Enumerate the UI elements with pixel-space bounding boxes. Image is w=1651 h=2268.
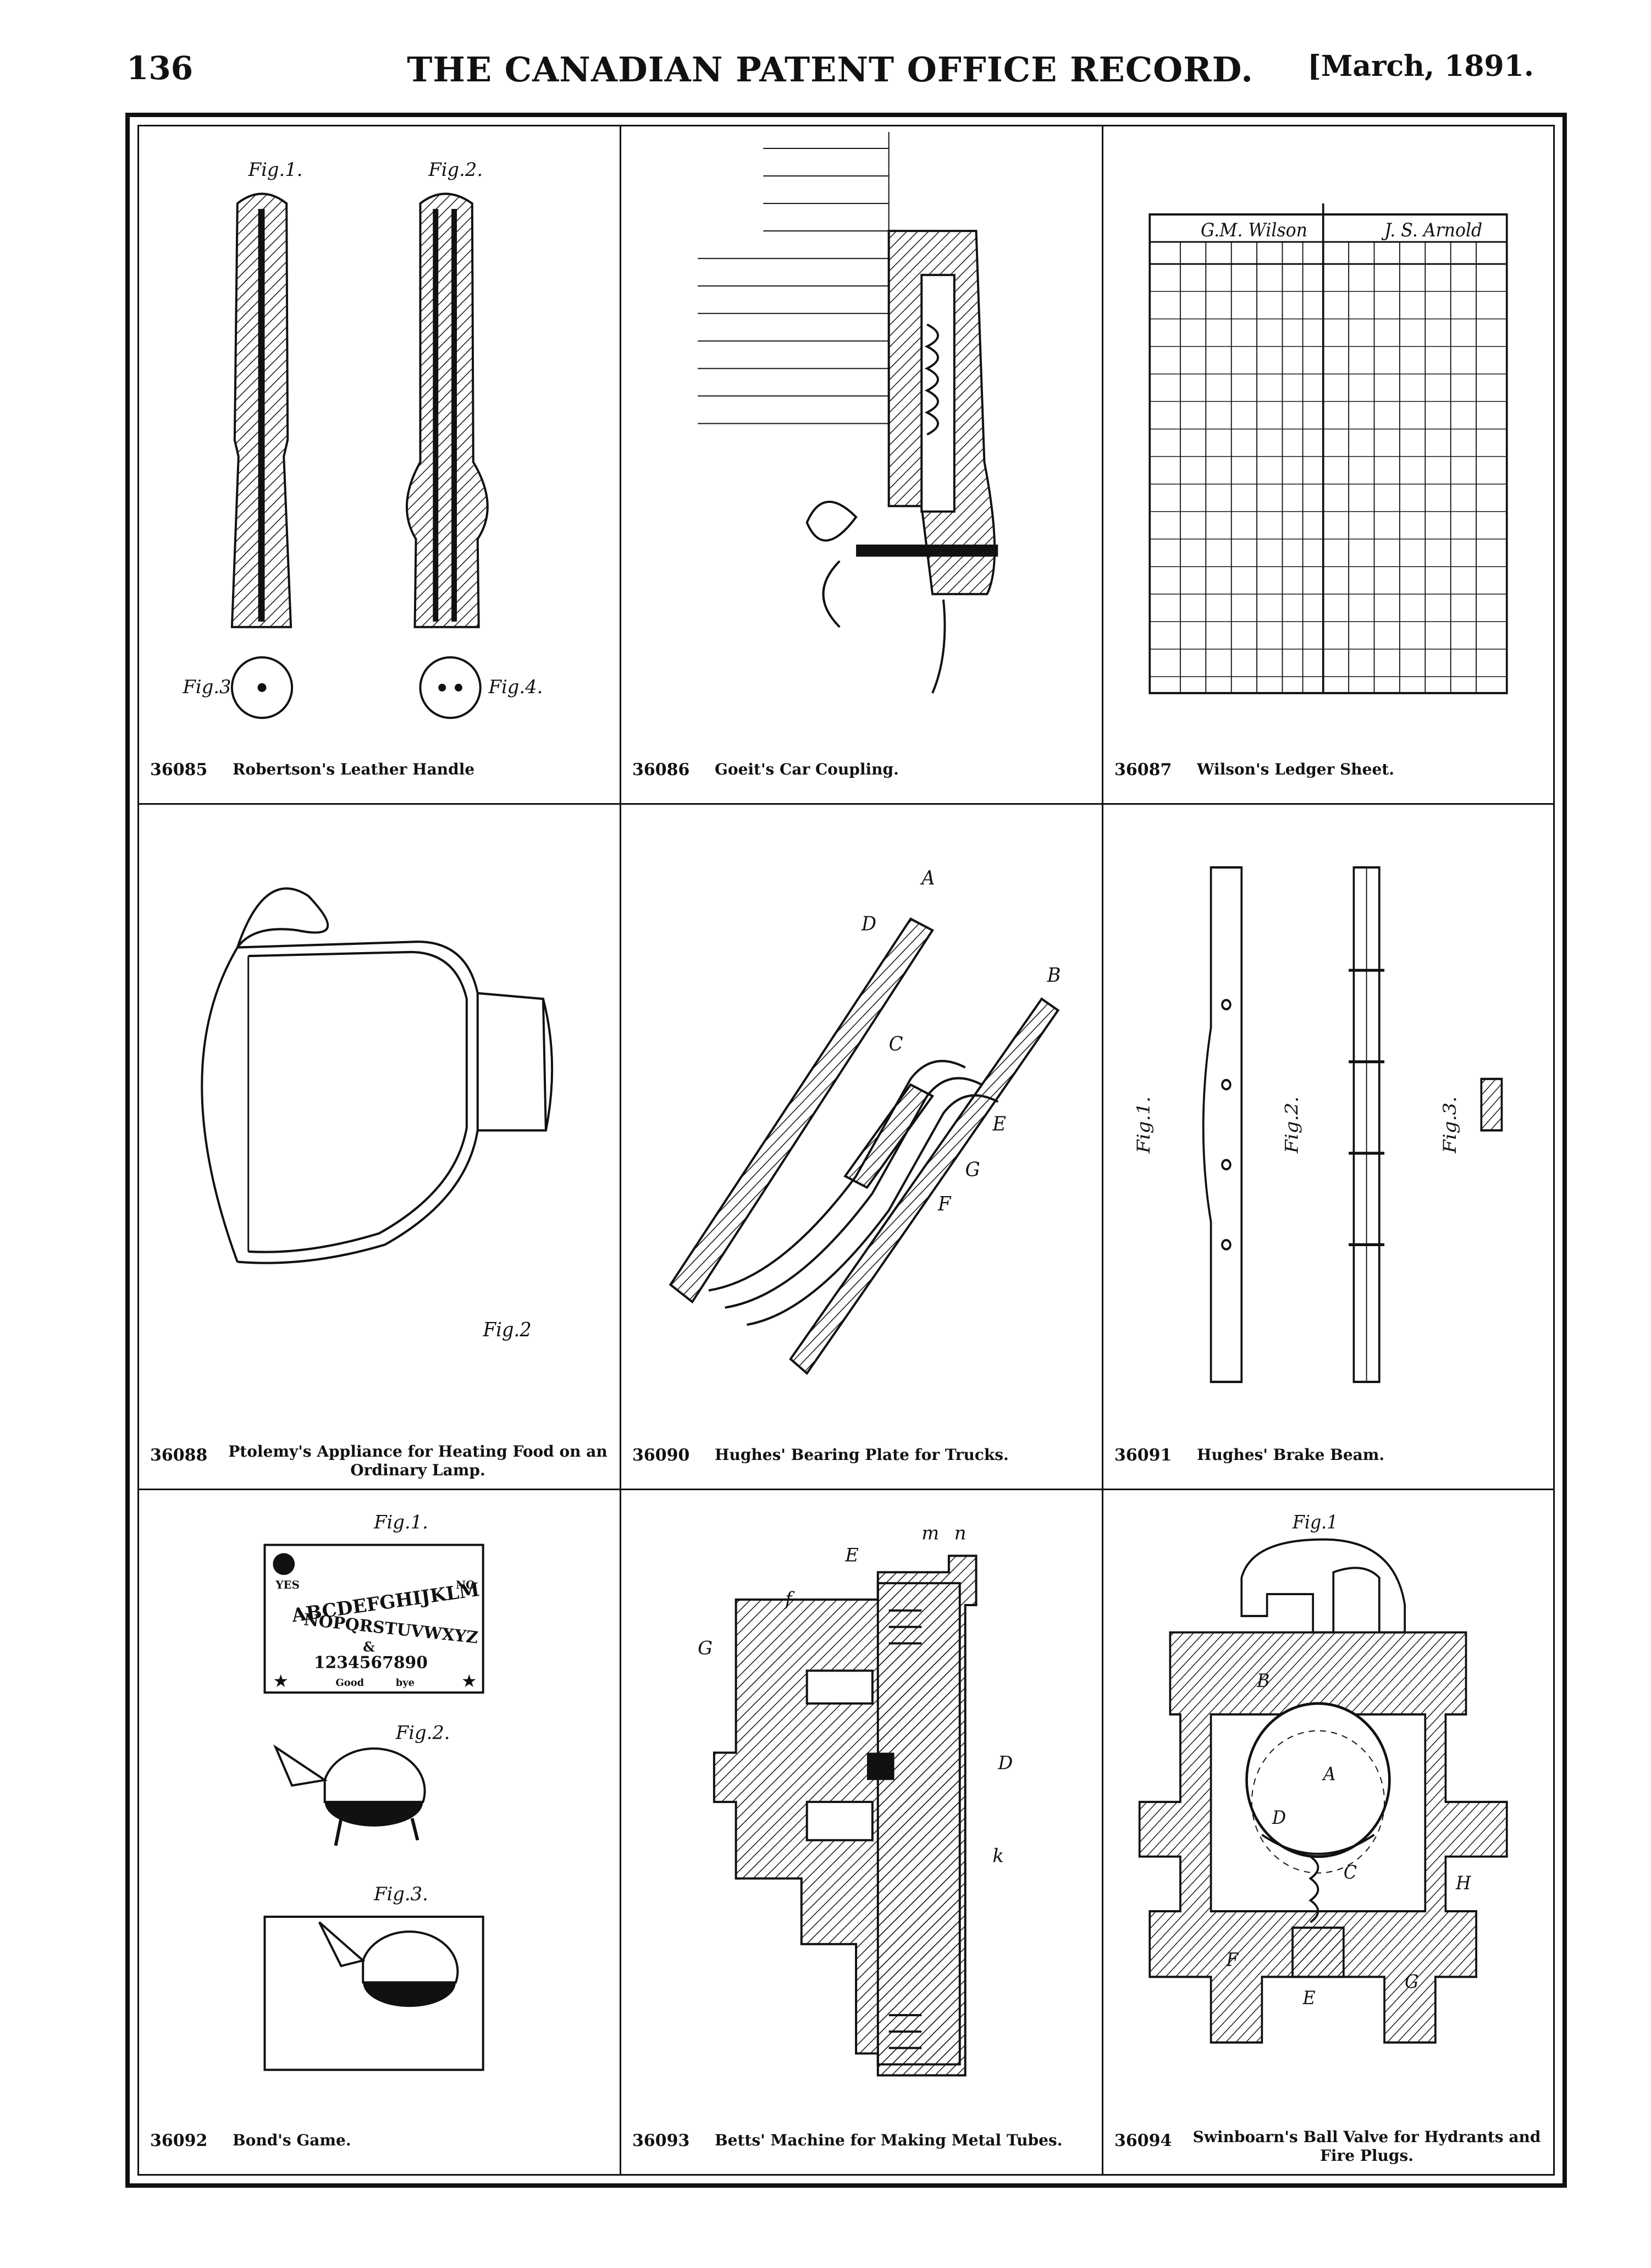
patent-number: 36087: [1114, 760, 1172, 779]
label-d: D: [997, 1752, 1013, 1773]
patent-cell-36091: Fig.1. Fig.2. Fig.3. 36091 Hughes' Brake…: [1103, 805, 1553, 1490]
fig-label-3: Fig.3: [183, 676, 231, 698]
patent-title: Betts' Machine for Making Metal Tubes.: [715, 2131, 1063, 2149]
patent-number: 36094: [1114, 2131, 1172, 2150]
label-a: A: [920, 867, 935, 889]
patent-title: Ptolemy's Appliance for Heating Food on …: [228, 1442, 608, 1479]
ledger-sheet-drawing: G.M. Wilson J. S. Arnold: [1109, 132, 1548, 754]
patent-title: Goeit's Car Coupling.: [715, 760, 899, 778]
patent-cell-36085: Fig.1. Fig.2. Fig.3 Fig.4. 36085 Robert: [139, 126, 621, 805]
patent-number: 36092: [150, 2131, 208, 2150]
journal-title: THE CANADIAN PATENT OFFICE RECORD.: [407, 49, 1254, 90]
patent-cell-36088: Fig.2 36088 Ptolemy's Appliance for Heat…: [139, 805, 621, 1490]
metal-tube-machine-drawing: G f E m n D k: [627, 1496, 1096, 2125]
svg-text:★: ★: [273, 1671, 288, 1691]
board-digits: 1234567890: [314, 1653, 428, 1672]
patent-title: Wilson's Ledger Sheet.: [1197, 760, 1394, 778]
label-g: G: [965, 1159, 980, 1181]
label-g: G: [698, 1637, 713, 1658]
patent-number: 36085: [150, 760, 208, 779]
patent-title: Robertson's Leather Handle: [233, 760, 475, 778]
label-h: H: [1455, 1872, 1472, 1894]
fig-label-1: Fig.1.: [373, 1512, 428, 1533]
fig-label: Fig.2: [483, 1319, 532, 1341]
caption: 36091 Hughes' Brake Beam.: [1114, 1442, 1542, 1481]
patent-title: Hughes' Brake Beam.: [1197, 1446, 1385, 1464]
leather-handle-drawing: Fig.1. Fig.2. Fig.3 Fig.4.: [145, 132, 614, 754]
page-number: 136: [126, 49, 194, 87]
caption: 36093 Betts' Machine for Making Metal Tu…: [632, 2128, 1091, 2166]
fig-label-2: Fig.2.: [395, 1722, 450, 1744]
board-yes: YES: [275, 1578, 300, 1591]
label-d: D: [1272, 1807, 1286, 1828]
bearing-plate-drawing: A B C D E F G: [627, 810, 1096, 1439]
patent-cell-36093: G f E m n D k 36093 Betts' Machine for M…: [621, 1490, 1103, 2174]
label-b: B: [1256, 1670, 1269, 1691]
patent-cell-36087: G.M. Wilson J. S. Arnold: [1103, 126, 1553, 805]
label-f: F: [1225, 1949, 1239, 1970]
label-e: E: [1302, 1987, 1316, 2009]
patent-title: Swinboarn's Ball Valve for Hydrants and …: [1192, 2128, 1541, 2165]
caption: 36087 Wilson's Ledger Sheet.: [1114, 757, 1542, 795]
patent-number: 36090: [632, 1446, 690, 1465]
label-a: A: [1322, 1763, 1336, 1784]
label-k: k: [992, 1845, 1003, 1866]
heating-appliance-drawing: Fig.2: [145, 810, 614, 1439]
caption: 36094 Swinboarn's Ball Valve for Hydrant…: [1114, 2128, 1542, 2166]
talking-board-drawing: Fig.1. YES NO ABCDEFGHIJKLM NOPQRSTUVWXY…: [145, 1496, 614, 2125]
label-g: G: [1405, 1971, 1418, 1992]
caption: 36086 Goeit's Car Coupling.: [632, 757, 1091, 795]
page-header: 136 THE CANADIAN PATENT OFFICE RECORD. […: [126, 44, 1534, 99]
board-alphabet-2: NOPQRSTUVWXYZ: [303, 1610, 479, 1647]
patent-title: Hughes' Bearing Plate for Trucks.: [715, 1446, 1009, 1464]
label-m: m: [921, 1523, 939, 1544]
ledger-name-2: J. S. Arnold: [1381, 219, 1482, 241]
fig-label-1: Fig.1.: [248, 159, 303, 180]
board-amp: &: [363, 1639, 375, 1655]
patent-title: Bond's Game.: [233, 2131, 351, 2149]
fig-label-1: Fig.1.: [1134, 1097, 1154, 1154]
patent-cell-36090: A B C D E F G 36090 Hughes' Bearing Plat…: [621, 805, 1103, 1490]
label-e: E: [992, 1113, 1006, 1136]
ledger-name-1: G.M. Wilson: [1201, 219, 1307, 241]
caption: 36088 Ptolemy's Appliance for Heating Fo…: [150, 1442, 609, 1481]
label-b: B: [1047, 964, 1061, 987]
label-e: E: [844, 1544, 859, 1566]
label-c: C: [889, 1033, 903, 1055]
patent-cell-36086: 36086 Goeit's Car Coupling.: [621, 126, 1103, 805]
label-c: C: [1344, 1861, 1357, 1883]
svg-text:★: ★: [461, 1671, 477, 1691]
fig-label-2: Fig.2.: [1282, 1097, 1302, 1154]
patent-number: 36091: [1114, 1446, 1172, 1465]
issue-date: [March, 1891.: [1307, 49, 1534, 83]
label-d: D: [861, 913, 876, 936]
label-n: n: [954, 1523, 967, 1544]
caption: 36092 Bond's Game.: [150, 2128, 609, 2166]
board-good: Good: [336, 1677, 365, 1689]
fig-label-3: Fig.3.: [373, 1883, 428, 1905]
car-coupling-drawing: [627, 132, 1096, 754]
ball-valve-drawing: Fig.1 A B C D E F G H: [1109, 1496, 1548, 2125]
patent-cell-36092: Fig.1. YES NO ABCDEFGHIJKLM NOPQRSTUVWXY…: [139, 1490, 621, 2174]
caption: 36090 Hughes' Bearing Plate for Trucks.: [632, 1442, 1091, 1481]
patent-number: 36088: [150, 1446, 208, 1465]
patent-number: 36086: [632, 760, 690, 779]
board-bye: bye: [396, 1677, 415, 1689]
fig-label-2: Fig.2.: [428, 159, 483, 180]
board-no: NO: [456, 1578, 475, 1591]
fig-label-4: Fig.4.: [488, 676, 543, 698]
patent-cell-36094: Fig.1 A B C D E F G H: [1103, 1490, 1553, 2174]
fig-label-1: Fig.1: [1292, 1512, 1338, 1533]
plate-frame: Fig.1. Fig.2. Fig.3 Fig.4. 36085 Robert: [125, 113, 1567, 2188]
brake-beam-drawing: Fig.1. Fig.2. Fig.3.: [1109, 810, 1548, 1439]
caption: 36085 Robertson's Leather Handle: [150, 757, 609, 795]
fig-label-3: Fig.3.: [1440, 1097, 1460, 1154]
label-f: F: [937, 1193, 951, 1215]
patent-number: 36093: [632, 2131, 690, 2150]
